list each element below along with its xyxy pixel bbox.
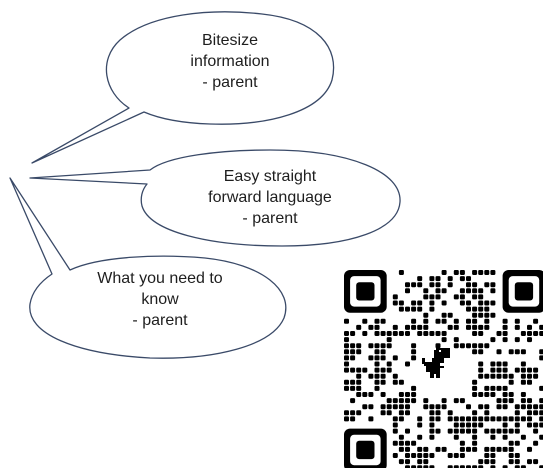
bubble-1-line-1: Bitesize	[201, 32, 259, 49]
bubble-1-line-2: information	[190, 53, 270, 70]
bubble-3-line-1: What you need to	[97, 270, 223, 287]
bubble-1-text: Bitesize information - parent	[170, 30, 290, 93]
speech-bubble-2	[29, 149, 401, 247]
dinosaur-icon	[422, 348, 450, 378]
speech-bubble-1	[31, 11, 335, 164]
qr-code[interactable]	[342, 268, 543, 468]
bubble-1-line-3: - parent	[202, 74, 258, 91]
bubble-2-line-3: - parent	[242, 210, 298, 227]
qr-code-pattern	[344, 270, 543, 468]
bubble-3-line-2: know	[141, 291, 179, 308]
bubble-3-line-3: - parent	[132, 312, 188, 329]
bubble-2-line-2: forward language	[208, 189, 332, 206]
bubble-2-line-1: Easy straight	[223, 168, 317, 185]
speech-bubble-3	[9, 177, 287, 359]
bubble-2-text: Easy straight forward language - parent	[170, 166, 370, 229]
bubble-3-text: What you need to know - parent	[70, 268, 250, 331]
